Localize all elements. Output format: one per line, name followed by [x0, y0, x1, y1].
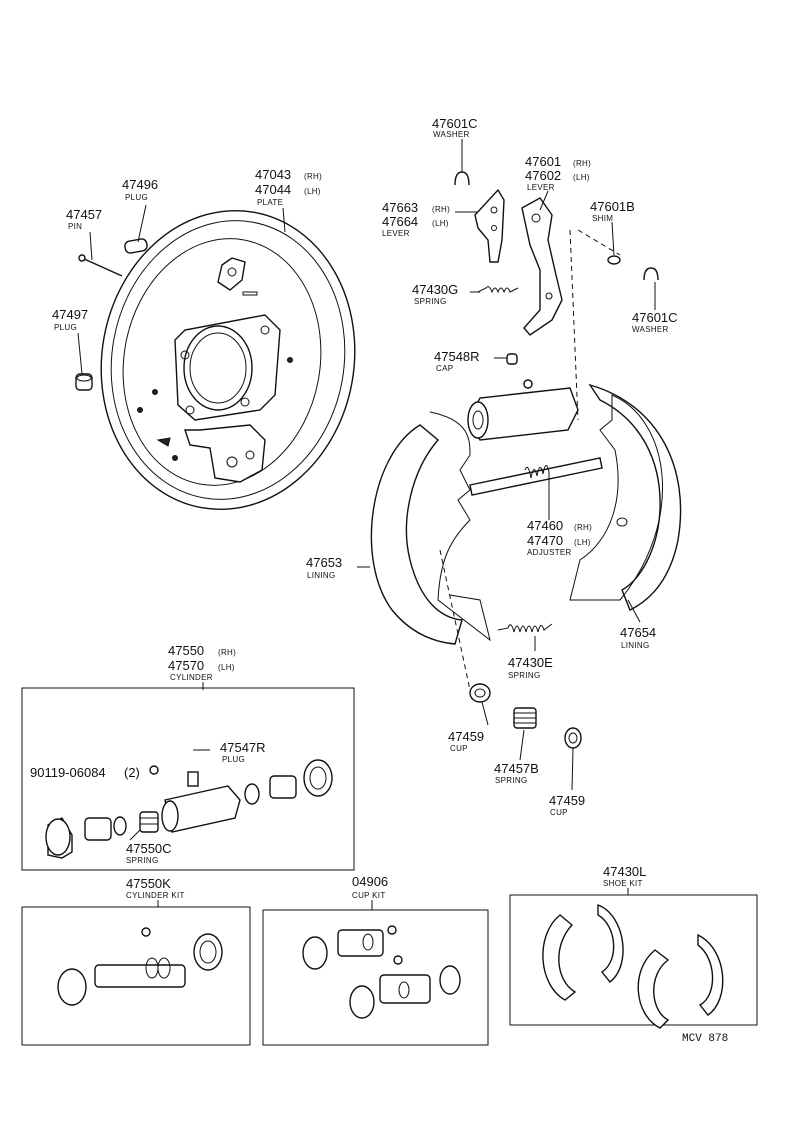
part-47601c-right-name: WASHER — [632, 325, 669, 334]
washer-right-drawing — [643, 267, 659, 281]
cup-47459-b-drawing — [564, 727, 582, 749]
part-47548r-number: 47548R — [434, 349, 480, 364]
plug-47497-drawing — [75, 373, 93, 391]
part-47663-number: 47663 — [382, 200, 418, 215]
part-47601-suffix: (RH) — [573, 159, 591, 168]
cup-47459-a-drawing — [469, 683, 491, 703]
part-47601b-number: 47601B — [590, 199, 635, 214]
part-47457-number: 47457 — [66, 207, 102, 222]
shim-drawing — [607, 255, 621, 265]
part-47654-number: 47654 — [620, 625, 656, 640]
cap-drawing — [506, 353, 518, 365]
part-47044-number: 47044 — [255, 182, 291, 197]
part-47663-name: LEVER — [382, 229, 410, 238]
part-47570-suffix: (LH) — [218, 663, 235, 672]
shoe-kit-number: 47430L — [603, 864, 646, 879]
part-47430e-number: 47430E — [508, 655, 553, 670]
part-47460-suffix: (RH) — [574, 523, 592, 532]
part-47663-suffix: (RH) — [432, 205, 450, 214]
cup-kit-name: CUP KIT — [352, 891, 386, 900]
left-shoe-drawing — [370, 411, 491, 645]
part-47547r-number: 47547R — [220, 740, 266, 755]
part-47470-number: 47470 — [527, 533, 563, 548]
adjuster-drawing — [469, 457, 603, 496]
cup-kit-number: 04906 — [352, 874, 388, 889]
part-90119-qty: (2) — [124, 765, 140, 780]
part-47460-name: ADJUSTER — [527, 548, 572, 557]
wheel-cylinder-drawing — [467, 379, 579, 441]
part-47602-number: 47602 — [525, 168, 561, 183]
backing-plate-drawing — [100, 209, 356, 511]
part-47550c-name: SPRING — [126, 856, 158, 865]
shoe-kit-box — [509, 894, 758, 1026]
cup-kit-box — [262, 909, 489, 1046]
part-47043-number: 47043 — [255, 167, 291, 182]
part-47459-a-number: 47459 — [448, 729, 484, 744]
part-47496-number: 47496 — [122, 177, 158, 192]
part-47430g-name: SPRING — [414, 297, 446, 306]
part-47601b-name: SHIM — [592, 214, 613, 223]
part-47601-number: 47601 — [525, 154, 561, 169]
part-47653-name: LINING — [307, 571, 335, 580]
right-shoe-drawing — [569, 383, 682, 611]
cylinder-kit-drawing — [57, 927, 223, 1006]
plug-47496-drawing — [124, 238, 148, 254]
lever-47601-drawing — [521, 197, 563, 336]
part-47430e-name: SPRING — [508, 671, 540, 680]
part-47550c-number: 47550C — [126, 841, 172, 856]
leader-lines — [77, 139, 656, 910]
part-47601c-top-name: WASHER — [433, 130, 470, 139]
part-47497-number: 47497 — [52, 307, 88, 322]
part-47547r-name: PLUG — [222, 755, 245, 764]
part-47548r-name: CAP — [436, 364, 453, 373]
part-47602-suffix: (LH) — [573, 173, 590, 182]
spring-47457b-drawing — [513, 707, 537, 729]
part-47497-name: PLUG — [54, 323, 77, 332]
part-47570-number: 47570 — [168, 658, 204, 673]
part-47459-a-name: CUP — [450, 744, 468, 753]
part-47457b-number: 47457B — [494, 761, 539, 776]
part-47043-name: PLATE — [257, 198, 283, 207]
part-47550-number: 47550 — [168, 643, 204, 658]
lever-47663-drawing — [474, 188, 505, 263]
part-47601-name: LEVER — [527, 183, 555, 192]
part-47044-suffix: (LH) — [304, 187, 321, 196]
part-47457b-name: SPRING — [495, 776, 527, 785]
part-47459-b-name: CUP — [550, 808, 568, 817]
spring-47430e-drawing — [497, 623, 553, 633]
part-47043-suffix: (RH) — [304, 172, 322, 181]
part-47459-b-number: 47459 — [549, 793, 585, 808]
part-47460-number: 47460 — [527, 518, 563, 533]
part-47496-name: PLUG — [125, 193, 148, 202]
part-47664-number: 47664 — [382, 214, 418, 229]
cup-kit-drawing — [302, 925, 461, 1019]
shoe-kit-name: SHOE KIT — [603, 879, 643, 888]
diagram-code: MCV 878 — [682, 1033, 728, 1045]
part-47653-number: 47653 — [306, 555, 342, 570]
cylinder-box — [21, 687, 355, 871]
cylinder-exploded-drawing — [45, 759, 333, 859]
shoe-kit-drawing — [542, 903, 724, 1029]
cylinder-kit-box — [21, 906, 251, 1046]
part-47601c-top-number: 47601C — [432, 116, 478, 131]
part-47664-suffix: (LH) — [432, 219, 449, 228]
spring-47430g-drawing — [477, 286, 519, 294]
part-47550-name: CYLINDER — [170, 673, 213, 682]
cylinder-kit-number: 47550K — [126, 876, 171, 891]
part-47470-suffix: (LH) — [574, 538, 591, 547]
part-47430g-number: 47430G — [412, 282, 458, 297]
pin-drawing — [78, 254, 123, 277]
part-47601c-right-number: 47601C — [632, 310, 678, 325]
part-47550-suffix: (RH) — [218, 648, 236, 657]
part-47654-name: LINING — [621, 641, 649, 650]
cylinder-kit-name: CYLINDER KIT — [126, 891, 185, 900]
part-90119-number: 90119-06084 — [30, 765, 106, 780]
part-47457-name: PIN — [68, 222, 82, 231]
